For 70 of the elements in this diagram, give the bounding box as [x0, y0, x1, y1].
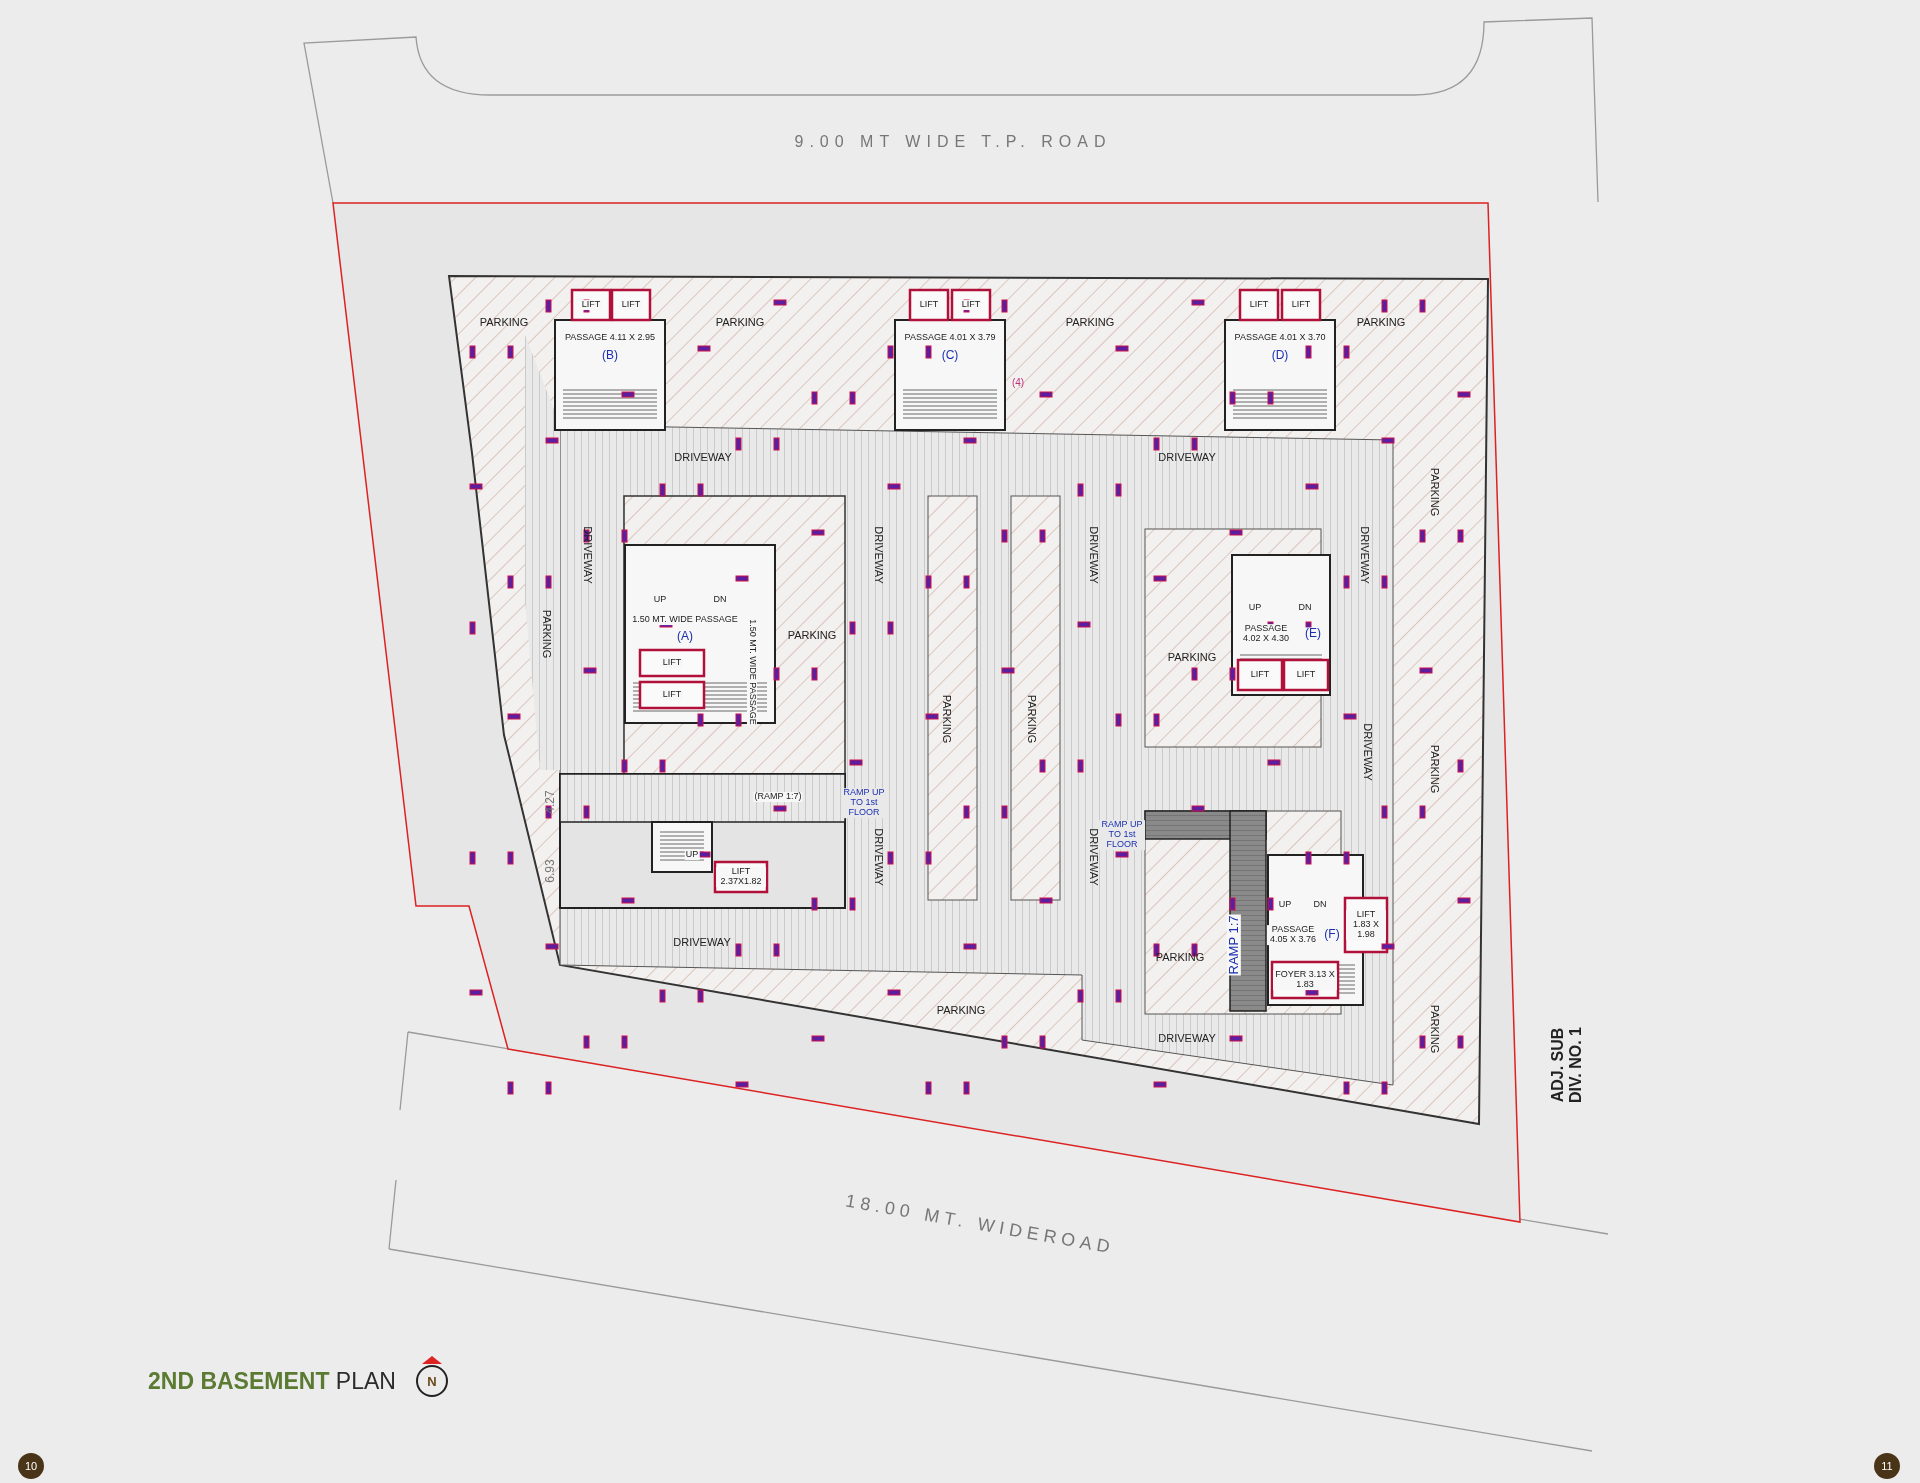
area-label: DRIVEWAY — [1358, 526, 1372, 584]
area-label: DRIVEWAY — [1087, 828, 1101, 886]
ramp-note: RAMP UP TO 1st FLOOR — [1099, 820, 1145, 850]
page-number: 11 — [1874, 1453, 1900, 1479]
area-label: DRIVEWAY — [1361, 723, 1375, 781]
ramp-label: (RAMP 1:7) — [753, 792, 803, 802]
plan-title: 2ND BASEMENT PLAN — [148, 1368, 396, 1395]
area-label: PARKING — [1428, 1004, 1442, 1054]
callout-number: (4) — [1011, 376, 1025, 388]
area-label: DRIVEWAY — [673, 935, 731, 949]
core-label: (A) — [676, 630, 694, 644]
stair-label: UP — [652, 595, 668, 605]
core-label: (C) — [940, 349, 960, 363]
stair-label: DN — [712, 595, 728, 605]
area-label: DRIVEWAY — [581, 526, 595, 584]
area-label: PARKING — [936, 1003, 986, 1017]
area-label: DRIVEWAY — [1158, 1031, 1216, 1045]
area-label: PARKING — [1356, 315, 1406, 329]
room-label: LIFT — [1248, 300, 1270, 310]
ramp-note: RAMP UP TO 1st FLOOR — [841, 788, 887, 818]
area-label: PARKING — [479, 315, 529, 329]
room-label: LIFT — [918, 300, 940, 310]
room-label: LIFT 1.83 X 1.98 — [1346, 910, 1386, 940]
area-label: PARKING — [1155, 950, 1205, 964]
room-label: LIFT 2.37X1.82 — [716, 867, 766, 887]
room-label: PASSAGE 4.01 X 3.70 — [1233, 333, 1327, 343]
stair-label: DN — [1297, 603, 1313, 613]
area-label: DRIVEWAY — [674, 450, 732, 464]
area-label: PARKING — [715, 315, 765, 329]
ramp-label: RAMP 1:7 — [1226, 914, 1242, 976]
area-label: PARKING — [1065, 315, 1115, 329]
area-label: PARKING — [1428, 467, 1442, 517]
room-label: 1.50 MT. WIDE PASSAGE — [631, 615, 739, 625]
area-label: PARKING — [1025, 694, 1039, 744]
area-label: PARKING — [787, 628, 837, 642]
stair-label: UP — [1277, 900, 1293, 910]
area-label: PARKING — [940, 694, 954, 744]
core-label: (B) — [601, 349, 619, 363]
room-label: LIFT — [960, 300, 982, 310]
core-label: (D) — [1270, 349, 1290, 363]
room-label: PASSAGE 4.01 X 3.79 — [903, 333, 997, 343]
area-label: PARKING — [1167, 650, 1217, 664]
stair-label: DN — [1312, 900, 1328, 910]
room-label: LIFT — [620, 300, 642, 310]
area-label: PARKING — [540, 609, 554, 659]
north-letter: N — [427, 1374, 437, 1390]
stair-label: UP — [1247, 603, 1263, 613]
stair-label: UP — [684, 850, 700, 860]
room-label: LIFT — [661, 690, 683, 700]
area-label: DRIVEWAY — [872, 828, 886, 886]
room-label: FOYER 3.13 X 1.83 — [1273, 970, 1337, 990]
room-label: LIFT — [580, 300, 602, 310]
room-label: PASSAGE 4.05 X 3.76 — [1267, 925, 1319, 945]
core-label: (F) — [1323, 928, 1341, 942]
area-label: DRIVEWAY — [872, 526, 886, 584]
room-label: LIFT — [1295, 670, 1317, 680]
area-label: PARKING — [1428, 744, 1442, 794]
dimension-label: 4.27 — [544, 790, 558, 814]
area-label: DRIVEWAY — [1158, 450, 1216, 464]
boundary-label: ADJ. SUB DIV. NO. 1 — [1549, 1026, 1585, 1105]
room-label: LIFT — [1249, 670, 1271, 680]
room-label: LIFT — [661, 658, 683, 668]
core-label: (E) — [1304, 627, 1322, 641]
area-label: DRIVEWAY — [1087, 526, 1101, 584]
room-label: 1.50 MT. WIDE PASSAGE — [747, 618, 757, 726]
road-label: 9.00 MT WIDE T.P. ROAD — [794, 133, 1112, 151]
room-label: LIFT — [1290, 300, 1312, 310]
dimension-label: 6.93 — [544, 859, 558, 883]
room-label: PASSAGE 4.11 X 2.95 — [563, 333, 657, 343]
page-number: 10 — [18, 1453, 44, 1479]
